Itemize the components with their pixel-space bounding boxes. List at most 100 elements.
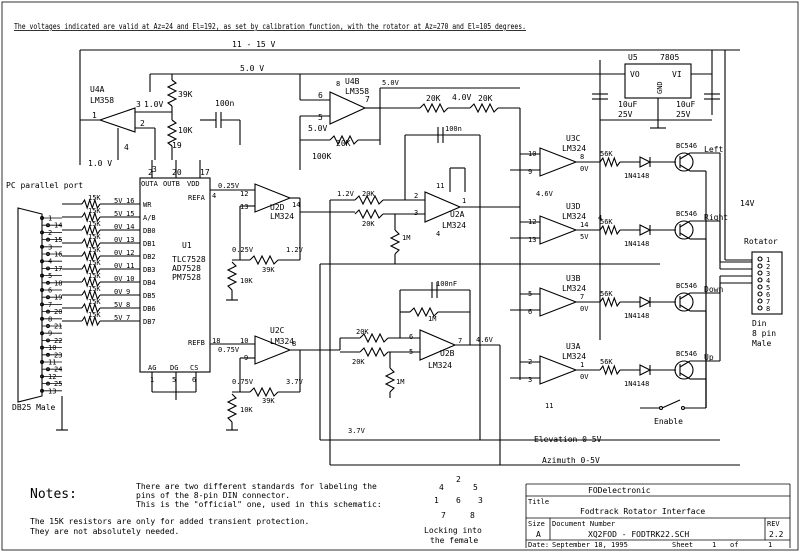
dac-pin-num: 12	[126, 249, 134, 257]
u2b-cap: 100nF	[436, 280, 457, 288]
u4b-r100k: 100K	[312, 152, 331, 161]
opamp-u2c	[254, 335, 292, 365]
u3-voltage: 0V	[580, 305, 589, 313]
u3-voltage: 0V	[580, 373, 589, 381]
u4a-pin-4: 4	[124, 143, 129, 152]
u2b-r20k-a: 20K	[356, 328, 369, 336]
dac-part-1: TLC7528	[172, 255, 206, 264]
u3-part: LM324	[562, 352, 586, 361]
rail-11-15v-label: 11 - 15 V	[232, 40, 276, 49]
opamp-u2d	[254, 183, 292, 213]
dac-pin-num: 7	[126, 314, 130, 322]
dac-pin-label: DB5	[143, 292, 156, 300]
u3-diode-label: 1N4148	[624, 380, 649, 388]
u3-pin-out: 8	[580, 153, 584, 161]
u3-part: LM324	[562, 144, 586, 153]
din-num-3: 3	[478, 496, 483, 505]
header-note: The voltages indicated are valid at Az=2…	[14, 22, 526, 31]
din-num-5: 5	[473, 483, 478, 492]
tb-size: A	[536, 530, 541, 539]
dac-pin-num: 10	[126, 275, 134, 283]
u3-output-label: Up	[704, 353, 714, 362]
opamp-u2b	[419, 329, 457, 361]
db25-pin-num: 6	[48, 287, 52, 295]
tb-date: September 18, 1995	[552, 541, 628, 549]
connector-bottom-3: Male	[752, 339, 771, 348]
u2c-p10: 10	[240, 337, 248, 345]
db25-pin-num: 3	[48, 243, 52, 251]
r-20k-top: 20K	[426, 94, 441, 103]
din-pin-num: 5	[766, 284, 770, 292]
u2d-p13: 13	[240, 203, 248, 211]
u2d-v12: 1.2V	[286, 246, 304, 254]
u2d-r10k: 10K	[240, 277, 253, 285]
din-pin-num: 7	[766, 298, 770, 306]
db25-pin-num: 8	[48, 315, 52, 323]
u4b-pin7: 7	[365, 95, 370, 104]
u2b-r1m: 1M	[396, 378, 404, 386]
din-pin-num: 2	[766, 263, 770, 271]
tb-rev: 2.2	[769, 530, 784, 539]
pc-port-resistor-label: 15K	[88, 207, 101, 215]
opamp-u2a	[424, 191, 462, 223]
db25-pin-num: 12	[48, 373, 56, 381]
db25-pin-num: 21	[54, 323, 62, 331]
din-pin-num: 8	[766, 305, 770, 313]
u2a-p11: 11	[436, 182, 444, 190]
u5-vi: VI	[672, 70, 682, 79]
dac-pin-label: DB4	[143, 279, 156, 287]
dac-bottom-num-5: 5	[172, 376, 176, 384]
u2c-v075: 0.75V	[232, 378, 254, 386]
dac-pin-num: 11	[126, 262, 134, 270]
tb-size-label: Size	[528, 520, 545, 528]
tb-title: Fodtrack Rotator Interface	[580, 507, 705, 516]
dac-refa-v: 0.25V	[218, 182, 240, 190]
u3-diode-label: 1N4148	[624, 172, 649, 180]
db25-pin-num: 24	[54, 366, 62, 374]
u4a-ref: U4A	[90, 85, 105, 94]
tb-of: of	[730, 541, 738, 549]
u3-output-label: Right	[704, 213, 728, 222]
u2a-ref: U2A	[450, 210, 465, 219]
u3-diode-label: 1N4148	[624, 240, 649, 248]
u2a-p3: 3	[414, 209, 418, 217]
dac-refb-v: 0.75V	[218, 346, 240, 354]
u4a-pin-2: 2	[140, 119, 145, 128]
pc-port-resistor-label: 15K	[88, 246, 101, 254]
db25-pin-num: 23	[54, 351, 62, 359]
dac-part-3: PM7528	[172, 273, 201, 282]
u3-resistor-label: 56K	[600, 290, 613, 298]
u3-ref: U3B	[566, 274, 581, 283]
dac-pin-label: WR	[143, 201, 152, 209]
din-num-4: 4	[439, 483, 444, 492]
dac-pin-num: 14	[126, 223, 134, 231]
u3-output-label: Down	[704, 285, 723, 294]
dac-pin-label: DB2	[143, 253, 156, 261]
tb-title-label: Title	[528, 498, 549, 506]
tb-date-label: Date:	[528, 541, 549, 549]
u2b-part: LM324	[428, 361, 452, 370]
u2d-part: LM324	[270, 212, 294, 221]
u3-pin-b: 9	[528, 168, 532, 176]
u4b-pin5: 5	[318, 113, 323, 122]
dac-top-outb: OUTB	[163, 180, 180, 188]
u3-pin-out: 1	[580, 361, 584, 369]
pc-port-voltage: 5V	[114, 210, 123, 218]
u2d-v025: 0.25V	[232, 246, 254, 254]
db25-pin-num: 16	[54, 251, 62, 259]
dac-pin-num: 8	[126, 301, 130, 309]
u4b-part: LM358	[345, 87, 369, 96]
u2c-v37: 3.7V	[286, 378, 304, 386]
connector-title: Rotator	[744, 237, 778, 246]
u3-pin-out: 14	[580, 221, 588, 229]
notes-line-2: pins of the 8-pin DIN connector.	[136, 491, 290, 500]
pc-port-resistor-label: 15K	[88, 311, 101, 319]
notes-heading: Notes:	[30, 487, 77, 502]
u2d-p14: 14	[292, 201, 300, 209]
u5-vo: VO	[630, 70, 640, 79]
rail-5v-b-label: 5.0V	[382, 79, 400, 87]
u4a-vout: 1.0V	[144, 100, 163, 109]
dac-pin-num: 15	[126, 210, 134, 218]
c-right-voltage: 25V	[676, 110, 691, 119]
